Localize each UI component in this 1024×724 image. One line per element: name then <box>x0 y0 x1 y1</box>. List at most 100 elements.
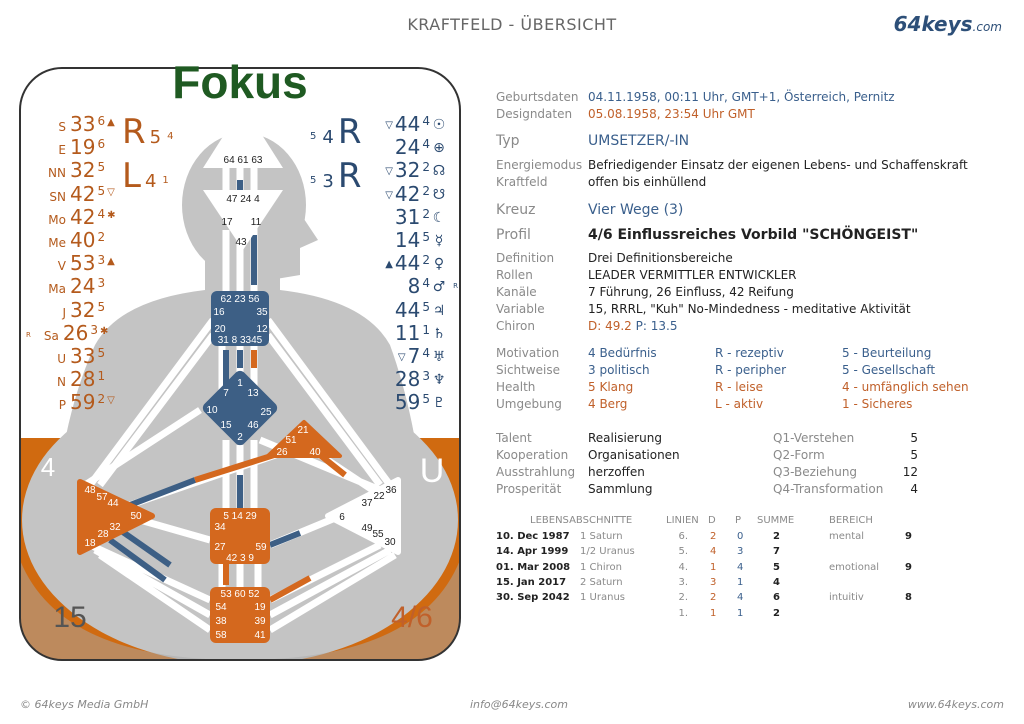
planet-label: SN <box>49 189 66 204</box>
gate-label-root: 54 <box>215 602 227 613</box>
gate-label-root: 41 <box>254 630 266 641</box>
info-label-definition: Definition <box>496 251 555 265</box>
row-design: 2 <box>710 531 717 542</box>
table-header-sum: SUMME <box>757 515 795 526</box>
gate-number: 32 <box>394 158 421 183</box>
gate-label-spleen: 50 <box>130 511 142 522</box>
variable-value: 5 Klang <box>588 380 634 394</box>
row-design: 4 <box>710 546 717 558</box>
row-phase: 1/2 Uranus <box>580 546 635 558</box>
gate-label-ajna: 17 <box>221 217 233 228</box>
talent-label: Talent <box>496 431 532 445</box>
root-center <box>210 587 270 643</box>
bodygraph-frame <box>19 67 461 661</box>
gate-label-g: 15 <box>220 420 232 431</box>
line-number: 4 <box>422 114 430 128</box>
quarter-value: 5 <box>910 448 918 462</box>
gate-number: 44 <box>394 297 421 322</box>
planet-symbol-icon: ☋ <box>432 186 446 203</box>
line-number: 2 <box>97 392 106 407</box>
gate-label-ego: 40 <box>309 447 321 458</box>
line-number: 2 <box>422 206 430 221</box>
gate-label-g: 25 <box>260 407 272 418</box>
arrow-color-number: 3 <box>322 171 334 192</box>
table-header-d: D <box>708 515 716 526</box>
variable-value: 5 - Gesellschaft <box>842 363 936 377</box>
gate-label-sacral: 27 <box>214 542 226 553</box>
row-line: 2. <box>678 592 688 604</box>
gate-number: 32 <box>70 297 96 322</box>
planet-label: P <box>58 398 66 413</box>
row-design: 1 <box>710 607 717 619</box>
gate-number: 24 <box>394 135 421 160</box>
variable-label: Motivation <box>496 346 560 360</box>
arrow-color-number: 4 <box>144 171 157 192</box>
info-value-profile: 4/6 Einflussreiches Vorbild "SCHÖNGEIST" <box>588 227 919 243</box>
line-number: 4 <box>422 276 430 291</box>
variable-value: R - rezeptiv <box>715 346 784 360</box>
brand-logo[interactable]: 64keys.com <box>894 12 1002 36</box>
planet-label: J <box>62 305 66 320</box>
planet-label: N <box>57 375 66 390</box>
gate-number: 19 <box>70 135 96 160</box>
row-area-value: 9 <box>905 531 912 542</box>
gate-label-solar: 49 <box>361 523 373 534</box>
gate-label-throat: 62 23 56 <box>221 294 260 305</box>
row-personality: 4 <box>737 592 744 604</box>
line-number: 6 <box>97 114 106 128</box>
talent-value: Organisationen <box>588 448 680 462</box>
gate-number: 33 <box>70 344 96 368</box>
gate-label-head: 64 61 63 <box>224 155 263 166</box>
line-number: 6 <box>97 137 106 152</box>
sacral-center <box>210 508 270 564</box>
retrograde-marker: R <box>26 330 31 339</box>
gate-label-throat: 31 8 3345 <box>218 335 263 346</box>
planet-label: V <box>57 259 66 274</box>
planet-symbol-icon: ♀ <box>433 256 445 273</box>
line-number: 4 <box>97 206 106 221</box>
info-value-channels: 7 Führung, 26 Einfluss, 42 Reifung <box>588 285 794 299</box>
table-header-lines: LINIEN <box>666 515 699 526</box>
chiron-value: D: 49.2 P: 13.5 <box>588 319 677 333</box>
fixing-marker-icon: ▽ <box>397 352 406 363</box>
footer-email[interactable]: info@64keys.com <box>470 698 568 711</box>
gate-number: 26 <box>62 320 89 345</box>
arrow-letter: R <box>122 112 146 152</box>
planet-symbol-icon: ♃ <box>432 302 446 319</box>
row-line: 3. <box>678 576 688 588</box>
ego-center <box>266 420 342 458</box>
info-value-cross[interactable]: Vier Wege (3) <box>588 202 684 218</box>
line-number: 5 <box>97 183 106 198</box>
line-number: 3 <box>97 253 106 268</box>
gate-label-sacral: 42 3 9 <box>226 553 254 564</box>
row-line: 4. <box>678 561 688 573</box>
footer-website[interactable]: www.64keys.com <box>907 698 1004 711</box>
gate-label-ego: 21 <box>297 425 309 436</box>
head-center <box>203 105 283 168</box>
planet-label: S <box>58 120 66 134</box>
variable-value: R - leise <box>715 380 763 394</box>
gate-label-solar: 55 <box>372 529 384 540</box>
fixing-marker-icon: ▽ <box>107 395 115 407</box>
row-phase: 1 Saturn <box>580 531 623 542</box>
info-label-variable: Variable <box>496 302 545 316</box>
table-header-phases: LEBENSABSCHNITTE <box>530 515 633 526</box>
row-line: 6. <box>678 531 688 542</box>
gate-label-solar: 36 <box>385 485 397 496</box>
talent-label: Ausstrahlung <box>496 465 576 479</box>
gate-label-throat: 20 <box>214 324 226 335</box>
quarter-label: Q4-Transformation <box>773 482 884 496</box>
fixing-marker-icon: ✱ <box>107 209 116 221</box>
ajna-center <box>203 190 283 250</box>
